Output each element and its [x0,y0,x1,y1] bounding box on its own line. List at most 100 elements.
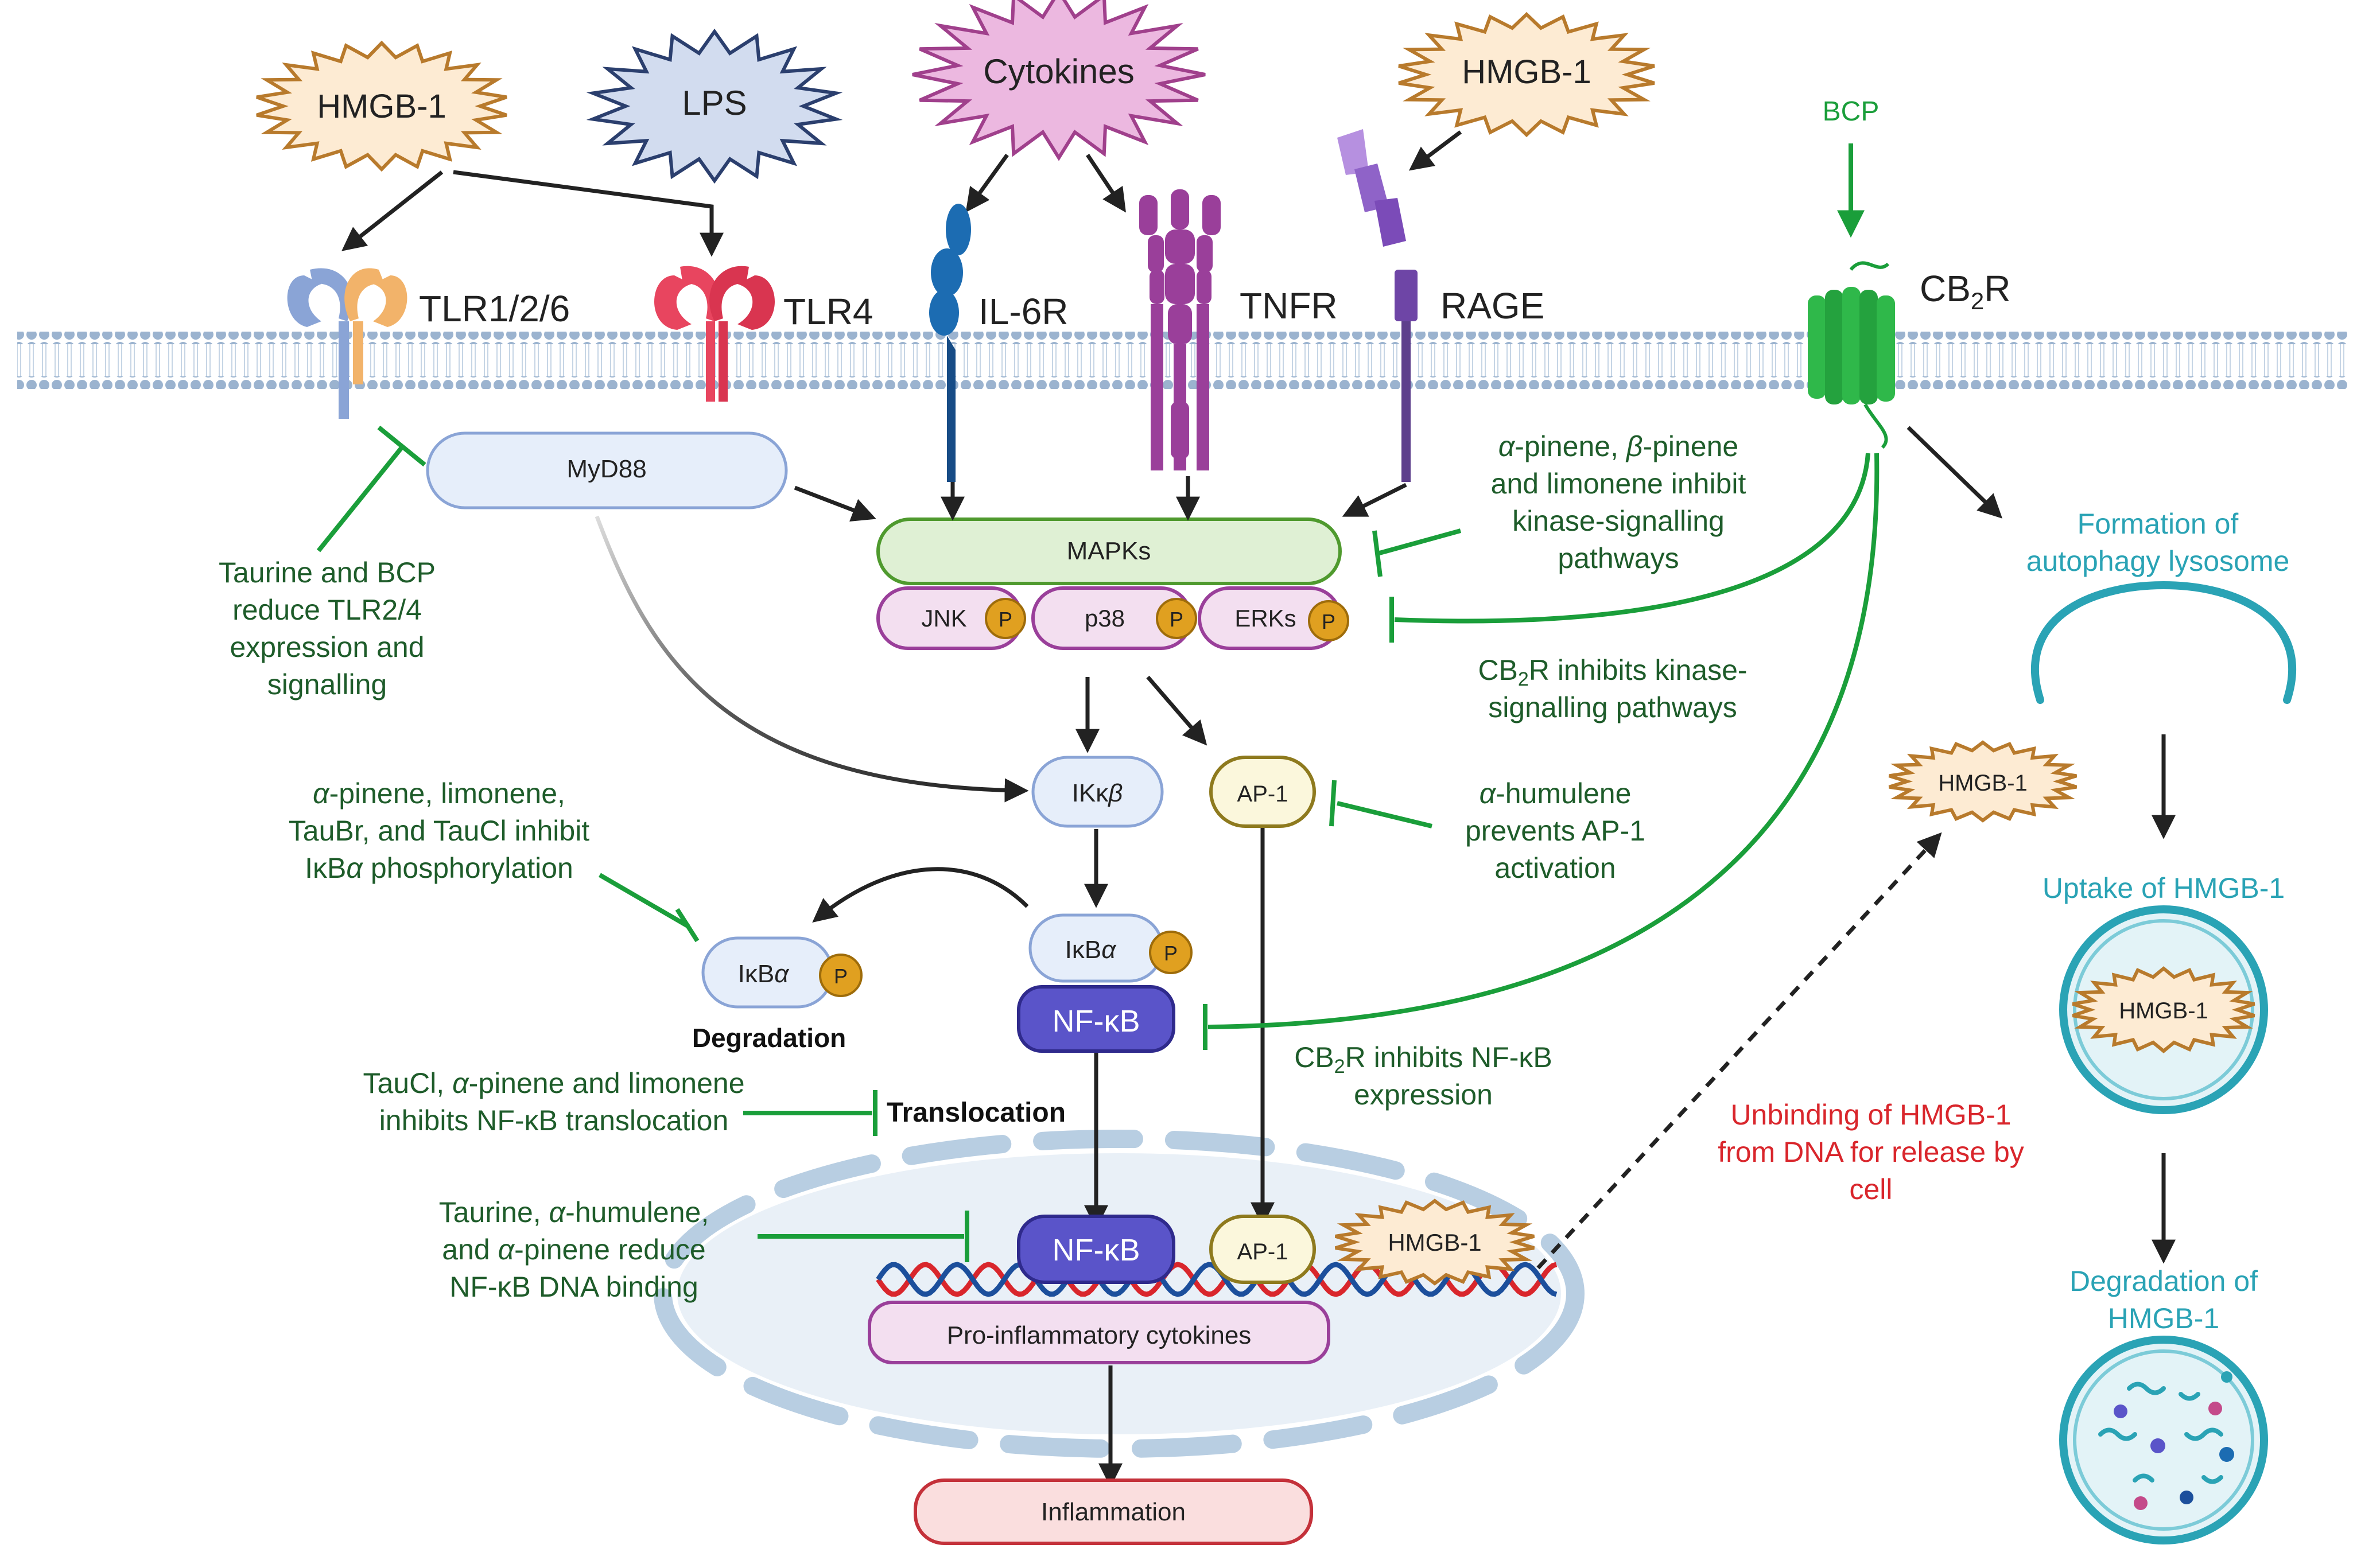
svg-text:kinase-signalling: kinase-signalling [1512,505,1725,537]
svg-text:JNK: JNK [921,605,966,632]
svg-text:Degradation of: Degradation of [2069,1265,2258,1297]
tnfr-receptor: TNFR [1139,189,1338,470]
svg-text:Taurine and BCP: Taurine and BCP [219,557,436,589]
svg-text:Formation of: Formation of [2078,508,2239,540]
tlr126-receptor: TLR1/2/6 [287,268,570,419]
phospho-icon [819,954,863,997]
p38-node: p38 P [1031,586,1197,650]
annotation-humulene-ap1: α-humulene prevents AP-1 activation [1465,777,1645,884]
pro-inflammatory-node: Pro-inflammatory cytokines [868,1301,1330,1364]
svg-text:α-humulene: α-humulene [1480,777,1632,810]
phospho-icon [985,598,1026,639]
svg-text:signalling pathways: signalling pathways [1488,691,1737,723]
annotation-taurine-bcp: Taurine and BCP reduce TLR2/4 expression… [219,557,436,701]
svg-text:cell: cell [1849,1173,1892,1205]
svg-text:NF-κB: NF-κB [1053,1233,1140,1267]
phagophore-arc [2030,581,2297,704]
svg-text:from DNA for release by: from DNA for release by [1718,1136,2024,1168]
ligand-label: LPS [682,84,747,122]
ligand-hmgb1-right: HMGB-1 [1398,11,1655,138]
svg-text:ERKs: ERKs [1234,605,1296,632]
annotation-taucl-translocation: TauCl, α-pinene and limonene inhibits NF… [363,1067,744,1137]
svg-text:Taurine, α-humulene,: Taurine, α-humulene, [439,1196,709,1228]
il6r-receptor: IL-6R [929,204,1069,482]
svg-text:P: P [999,608,1012,631]
svg-text:TauCl, α-pinene and limonene: TauCl, α-pinene and limonene [363,1067,744,1099]
svg-text:AP-1: AP-1 [1237,1239,1288,1264]
svg-text:IκBα: IκBα [738,960,790,988]
receptor-label: CB2R [1920,268,2010,314]
receptor-label: TLR4 [783,291,873,332]
svg-text:HMGB-1: HMGB-1 [1938,771,2028,796]
ligand-arrows [341,130,1462,257]
lysosome-degradation [2059,1336,2268,1544]
svg-text:Pro-inflammatory cytokines: Pro-inflammatory cytokines [947,1321,1252,1349]
svg-text:CB2R inhibits kinase-: CB2R inhibits kinase- [1478,654,1747,690]
ligand-hmgb1-left: HMGB-1 [256,40,507,172]
receptor-label: RAGE [1440,285,1544,326]
bcp-label: BCP [1823,96,1880,127]
svg-text:signalling: signalling [267,668,387,701]
svg-text:expression: expression [1354,1079,1493,1111]
annotation-degradation-hmgb1: Degradation of HMGB-1 [2069,1265,2258,1334]
jnk-node: JNK P [876,586,1026,650]
svg-text:IκBα: IκBα [1065,936,1117,964]
receptor-label: IL-6R [978,291,1069,332]
hmgb1-nuclear: HMGB-1 [1334,1199,1535,1286]
svg-text:CB2R inhibits NF-κB: CB2R inhibits NF-κB [1294,1041,1552,1077]
svg-text:p38: p38 [1085,605,1125,632]
annotation-unbinding: Unbinding of HMGB-1 from DNA for release… [1718,1099,2024,1205]
svg-text:Inflammation: Inflammation [1041,1498,1186,1526]
svg-text:and limonene inhibit: and limonene inhibit [1491,468,1746,500]
tlr4-receptor: TLR4 [654,266,873,402]
signal-arrows [595,426,2176,1488]
svg-text:α-pinene, limonene,: α-pinene, limonene, [313,777,565,810]
uptake-label: Uptake of HMGB-1 [2043,872,2285,904]
autophagosome-uptake: HMGB-1 [2059,905,2268,1114]
svg-text:MyD88: MyD88 [566,455,646,483]
svg-text:AP-1: AP-1 [1237,781,1288,807]
annotation-ikba-inhibit: α-pinene, limonene, TauBr, and TauCl inh… [289,777,590,884]
svg-text:IKκβ: IKκβ [1072,779,1123,807]
svg-text:MAPKs: MAPKs [1067,537,1151,565]
svg-text:expression and: expression and [230,631,424,663]
svg-text:P: P [1170,608,1183,631]
svg-text:autophagy lysosome: autophagy lysosome [2026,545,2290,577]
erks-node: ERKs P [1198,586,1349,650]
ligand-label: Cytokines [983,52,1134,91]
svg-text:HMGB-1: HMGB-1 [1388,1229,1481,1256]
svg-text:P: P [1322,610,1335,633]
myd88-node: MyD88 [426,431,788,509]
inhibition-lines [316,425,1880,1262]
mapks-node: MAPKs [876,518,1342,585]
svg-text:prevents AP-1: prevents AP-1 [1465,815,1645,847]
svg-text:NF-κB DNA binding: NF-κB DNA binding [449,1271,698,1303]
annotation-pinene-kinase: α-pinene, β-pinene and limonene inhibit … [1491,430,1746,574]
nfkb-nuclear-node: NF-κB [1017,1215,1175,1284]
svg-text:α-pinene, β-pinene: α-pinene, β-pinene [1498,430,1738,462]
svg-text:IκBα phosphorylation: IκBα phosphorylation [305,852,573,884]
degradation-label: Degradation [692,1023,846,1053]
phospho-icon [1308,600,1349,641]
ligand-label: HMGB-1 [317,88,446,125]
hmgb1-released: HMGB-1 [1888,740,2078,823]
phospho-icon [1149,931,1193,974]
svg-text:P: P [1164,941,1178,965]
svg-text:HMGB-1: HMGB-1 [2108,1302,2219,1334]
annotation-autophagy: Formation of autophagy lysosome [2026,508,2290,577]
receptor-label: TNFR [1240,285,1338,326]
ikkb-node: IKκβ [1031,756,1164,828]
cb2r-receptor: CB2R [1808,261,2010,449]
svg-text:Unbinding of HMGB-1: Unbinding of HMGB-1 [1730,1099,2011,1131]
ap1-nuclear-node: AP-1 [1209,1215,1316,1284]
ligand-label: HMGB-1 [1462,53,1591,91]
annotation-cb2r-kinase: CB2R inhibits kinase- signalling pathway… [1478,654,1747,723]
svg-text:reduce TLR2/4: reduce TLR2/4 [232,594,422,626]
rage-receptor: RAGE [1337,129,1544,482]
svg-text:pathways: pathways [1558,542,1679,574]
ikba-degraded-node: IκBα P Degradation [692,936,863,1053]
nfkb-label: NF-κB [1053,1004,1140,1038]
annotation-cb2r-nfkb: CB2R inhibits NF-κB expression [1294,1041,1552,1111]
